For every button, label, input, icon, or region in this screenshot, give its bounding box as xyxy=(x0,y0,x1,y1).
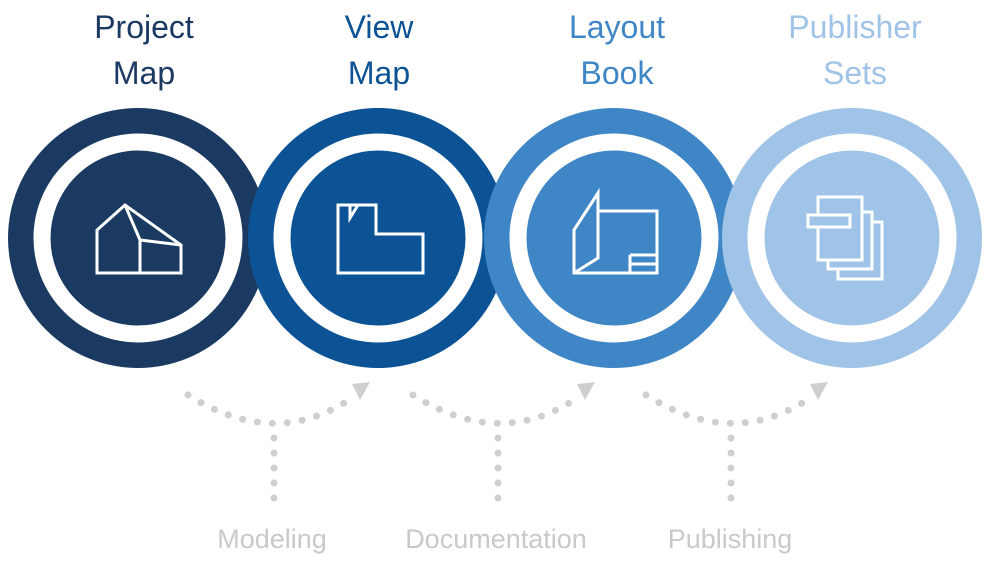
arrowhead-icon xyxy=(810,382,828,400)
stage-title-layout-book: Layout Book xyxy=(517,4,717,96)
title-line: Map xyxy=(112,55,176,91)
title-line: Sets xyxy=(822,55,888,91)
stacked-sheets-icon xyxy=(806,195,884,281)
title-line: Book xyxy=(580,55,654,91)
layout-book-icon xyxy=(572,187,659,275)
connector-modeling xyxy=(184,391,356,514)
phase-label-modeling: Modeling xyxy=(217,524,327,554)
phase-label-documentation: Documentation xyxy=(405,524,587,554)
title-line: Project xyxy=(94,9,194,45)
view-sheet-icon xyxy=(336,203,425,275)
stage-circle-layout-book xyxy=(484,108,744,368)
title-line: Map xyxy=(347,55,411,91)
house-icon xyxy=(95,203,183,275)
arrowhead-icon xyxy=(577,382,595,400)
title-line: View xyxy=(344,9,414,45)
connector-documentation xyxy=(409,391,581,514)
stage-title-project-map: Project Map xyxy=(44,4,244,96)
title-line: Publisher xyxy=(788,9,922,45)
connector-publishing xyxy=(642,391,814,514)
arrowhead-icon xyxy=(352,382,370,400)
stage-title-publisher-sets: Publisher Sets xyxy=(755,4,955,96)
stage-title-view-map: View Map xyxy=(279,4,479,96)
stage-circle-view-map xyxy=(248,108,508,368)
phase-label-publishing: Publishing xyxy=(667,524,793,554)
title-line: Layout xyxy=(568,9,666,45)
